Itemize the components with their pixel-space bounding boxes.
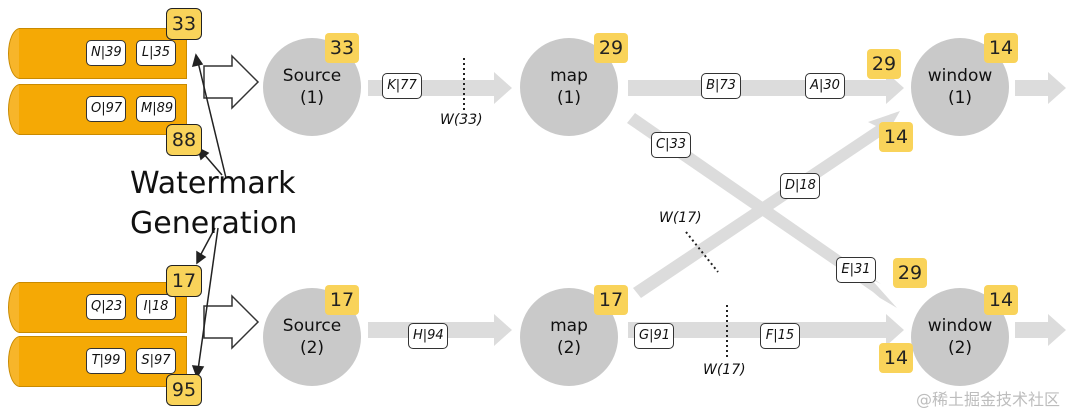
input-arrow-source2 xyxy=(203,294,260,350)
partition-watermark-badge: 95 xyxy=(166,374,202,406)
pointer-line-p2 xyxy=(202,152,223,176)
label-line-1: Watermark xyxy=(130,166,296,201)
node-watermark-badge: 33 xyxy=(325,33,359,63)
record-chip: Q|23 xyxy=(86,294,126,320)
watermark-label-w17-bottom: W(17) xyxy=(703,362,746,378)
record-chip: O|97 xyxy=(86,96,126,122)
node-index: (2) xyxy=(947,338,973,358)
stream-arrow-map2-window1 xyxy=(633,111,900,298)
channel-watermark-badge: 14 xyxy=(879,122,913,152)
watermark-generation-label: Watermark Generation xyxy=(130,164,297,244)
record-in-flight: C|33 xyxy=(651,132,691,158)
input-arrow-source1 xyxy=(203,54,260,110)
partition-watermark-badge: 88 xyxy=(166,124,202,156)
channel-watermark-badge: 29 xyxy=(893,258,927,288)
node-name: Source xyxy=(282,316,342,336)
node-name: map xyxy=(550,316,588,336)
record-chip: S|97 xyxy=(136,348,176,374)
node-watermark-badge: 17 xyxy=(594,285,628,315)
watermark-label-w33: W(33) xyxy=(440,112,483,128)
record-chip: T|99 xyxy=(86,348,126,374)
stream-arrow-map1-window1 xyxy=(628,72,904,104)
stream-arrow-window2-out xyxy=(1015,314,1066,346)
pointer-line-p3 xyxy=(199,227,216,257)
node-index: (1) xyxy=(556,88,582,108)
node-name: Source xyxy=(282,66,342,86)
partition-watermark-badge: 17 xyxy=(166,265,202,297)
channel-watermark-badge: 29 xyxy=(867,49,901,79)
node-name: window xyxy=(927,66,993,86)
record-in-flight: D|18 xyxy=(780,173,820,199)
channel-watermark-badge: 14 xyxy=(879,343,913,373)
record-in-flight: G|91 xyxy=(634,323,674,349)
node-watermark-badge: 17 xyxy=(325,285,359,315)
record-in-flight: A|30 xyxy=(805,73,845,99)
pointer-line-p4 xyxy=(197,227,219,371)
partition-p3: Q|23 I|18 xyxy=(8,282,190,334)
stream-arrow-window1-out xyxy=(1015,72,1066,104)
record-chip: N|39 xyxy=(86,40,126,66)
node-index: (1) xyxy=(947,88,973,108)
site-watermark: @稀土掘金技术社区 xyxy=(915,390,1060,409)
pointer-line-p1 xyxy=(197,61,227,179)
partition-watermark-badge: 33 xyxy=(166,8,202,40)
partition-p2: O|97 M|89 xyxy=(8,84,190,136)
node-watermark-badge: 29 xyxy=(594,33,628,63)
partition-p4: T|99 S|97 xyxy=(8,336,190,388)
node-name: map xyxy=(550,66,588,86)
record-chip: L|35 xyxy=(136,40,176,66)
partition-p1: N|39 L|35 xyxy=(8,28,190,80)
label-line-2: Generation xyxy=(130,206,298,241)
record-chip: M|89 xyxy=(136,96,176,122)
node-watermark-badge: 14 xyxy=(984,33,1018,63)
node-watermark-badge: 14 xyxy=(984,285,1018,315)
record-in-flight: E|31 xyxy=(836,257,876,283)
node-name: window xyxy=(927,316,993,336)
record-in-flight: H|94 xyxy=(408,323,448,349)
record-in-flight: K|77 xyxy=(382,73,422,99)
node-index: (1) xyxy=(299,88,325,108)
watermark-label-w17-cross: W(17) xyxy=(659,210,702,226)
node-index: (2) xyxy=(556,338,582,358)
watermark-line-w17-cross xyxy=(685,231,719,273)
node-index: (2) xyxy=(299,338,325,358)
record-chip: I|18 xyxy=(136,294,176,320)
record-in-flight: F|15 xyxy=(760,323,800,349)
record-in-flight: B|73 xyxy=(701,73,741,99)
